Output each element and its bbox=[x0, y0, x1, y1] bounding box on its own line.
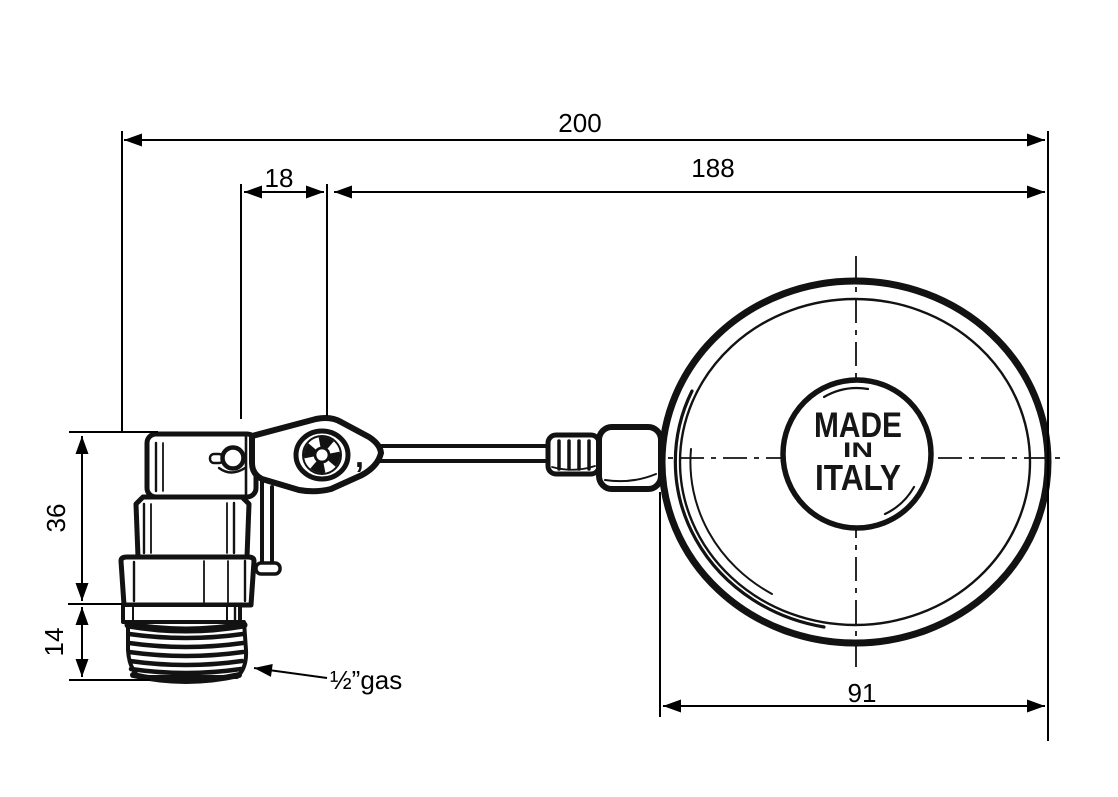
lever-bracket bbox=[254, 468, 282, 576]
dim-value-18: 18 bbox=[265, 163, 294, 193]
mid-block-shading bbox=[142, 501, 236, 555]
valve-mid-block bbox=[133, 494, 252, 560]
pin-shadow bbox=[217, 466, 247, 474]
lever-detail-mark: , bbox=[355, 438, 364, 474]
valve-body: , bbox=[118, 415, 384, 684]
dim-value-91: 91 bbox=[848, 678, 877, 708]
socket-shading bbox=[604, 473, 657, 483]
dimension-pivot-offset: 18 bbox=[240, 163, 328, 419]
pivot-screw bbox=[293, 428, 351, 482]
dimension-float-diameter: 91 bbox=[659, 492, 1045, 717]
screw-cross-wedges bbox=[303, 436, 341, 474]
neck-shading bbox=[132, 605, 237, 622]
float-arm bbox=[378, 424, 664, 492]
leader-line bbox=[253, 664, 328, 679]
dimension-arm-length: 188 bbox=[334, 153, 1045, 199]
float-ball: MADE IN ITALY bbox=[637, 256, 1066, 667]
stamp-text-in: IN bbox=[843, 439, 873, 462]
dim-value-14: 14 bbox=[39, 628, 69, 657]
float-shading-arc bbox=[689, 448, 773, 595]
dim-value-36: 36 bbox=[41, 504, 71, 533]
dim-value-200: 200 bbox=[558, 108, 601, 138]
stamp-text-italy: ITALY bbox=[815, 457, 901, 498]
float-socket bbox=[596, 424, 664, 492]
valve-neck bbox=[121, 603, 242, 624]
thread-section bbox=[124, 620, 249, 684]
float-shading-arc bbox=[673, 389, 826, 629]
thread-size-label: ½”gas bbox=[330, 665, 402, 695]
stamp-highlight-arc bbox=[883, 485, 916, 516]
union-nut bbox=[118, 554, 257, 608]
stamp-highlight-arc bbox=[822, 387, 870, 399]
connector-shading bbox=[551, 465, 596, 471]
pin-head bbox=[220, 445, 246, 471]
dimension-thread-length: 14 bbox=[39, 607, 150, 681]
connector-ribs bbox=[557, 439, 591, 471]
dimension-overall-length: 200 bbox=[121, 108, 1049, 741]
float-inner-ring bbox=[678, 297, 1032, 627]
dim-value-188: 188 bbox=[691, 153, 734, 183]
union-shading bbox=[132, 559, 247, 603]
thread-size-callout: ½”gas bbox=[253, 664, 402, 695]
stamp-text-made: MADE bbox=[814, 406, 902, 445]
stamp-circle bbox=[780, 377, 934, 531]
dimension-body-height: 36 bbox=[41, 431, 158, 605]
